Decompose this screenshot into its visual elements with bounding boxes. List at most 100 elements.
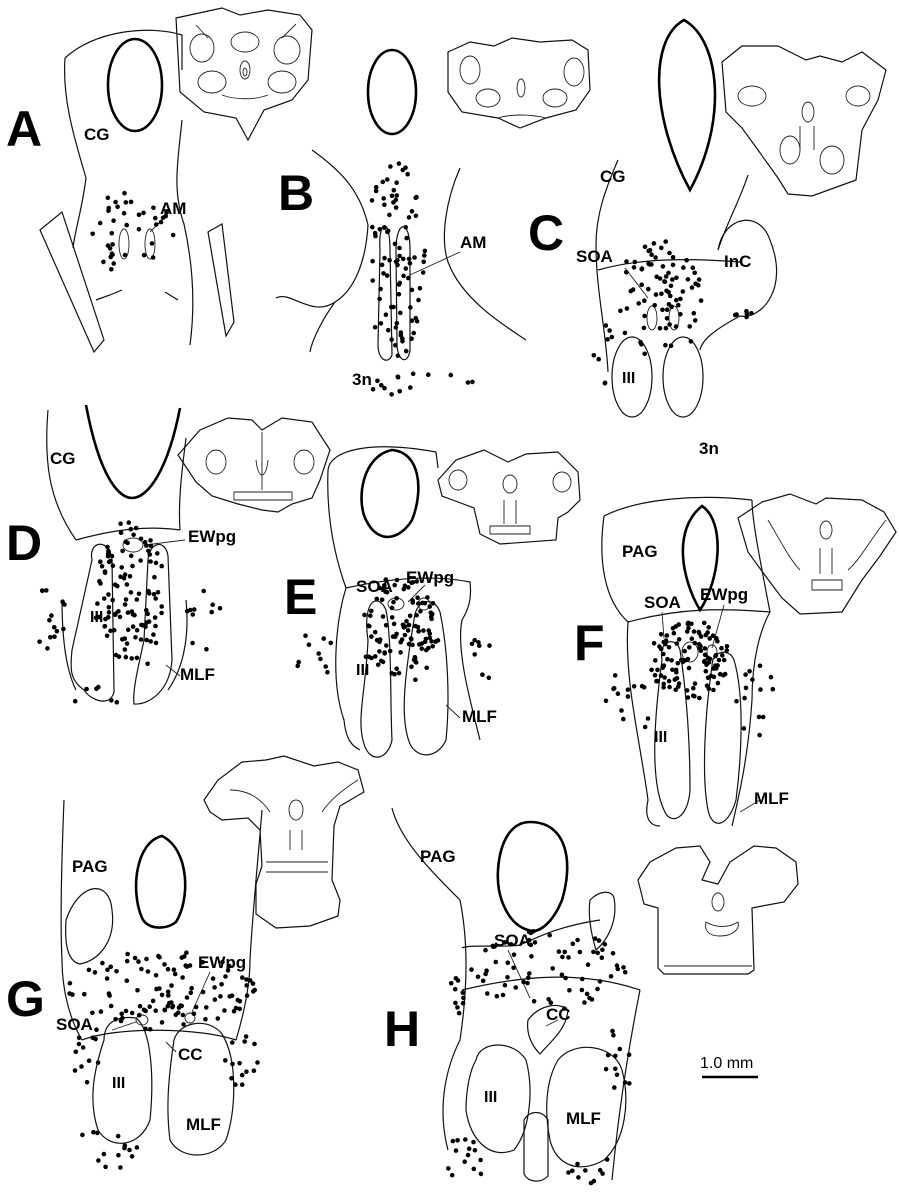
neuron-dot <box>692 629 697 634</box>
neuron-dot <box>649 252 654 257</box>
neuron-dot <box>415 579 420 584</box>
neuron-dot <box>107 560 112 565</box>
neuron-dot <box>203 1017 208 1022</box>
neuron-dot <box>669 284 674 289</box>
panel-h-aqueduct <box>498 822 567 931</box>
neuron-dot <box>449 373 454 378</box>
neuron-dot <box>381 660 386 665</box>
neuron-dot <box>600 955 605 960</box>
neuron-dot <box>466 1153 471 1158</box>
panel-g-label-pag: PAG <box>72 857 108 876</box>
neuron-dot <box>120 637 125 642</box>
panel-h-label-soa: SOA <box>494 931 531 950</box>
neuron-dot <box>758 687 763 692</box>
neuron-dot <box>125 582 130 587</box>
neuron-dot <box>483 972 488 977</box>
neuron-dot <box>244 1034 249 1039</box>
neuron-dot <box>130 1011 135 1016</box>
neuron-dot <box>665 316 670 321</box>
neuron-dot <box>392 622 397 627</box>
neuron-dot <box>423 601 428 606</box>
neuron-dot <box>108 965 113 970</box>
neuron-dot <box>687 324 692 329</box>
neuron-dot <box>421 260 426 265</box>
panel-c-label-3n: 3n <box>699 439 719 458</box>
neuron-dot <box>403 584 408 589</box>
neuron-dot <box>123 253 128 258</box>
neuron-dot <box>406 628 411 633</box>
neuron-dot <box>378 287 383 292</box>
panel-c-inset <box>722 46 886 196</box>
neuron-dot <box>370 278 375 283</box>
neuron-dot <box>625 306 630 311</box>
neuron-dot <box>430 644 435 649</box>
panel-e-letter: E <box>284 569 317 625</box>
neuron-dot <box>384 577 389 582</box>
neuron-dot <box>478 1158 483 1163</box>
neuron-dot <box>619 708 624 713</box>
neuron-dot <box>596 357 601 362</box>
neuron-dot <box>204 647 209 652</box>
neuron-dot <box>385 177 390 182</box>
neuron-dot <box>686 626 691 631</box>
neuron-dot <box>124 655 129 660</box>
neuron-dot <box>410 643 415 648</box>
neuron-dot <box>692 311 697 316</box>
neuron-dot <box>396 375 401 380</box>
neuron-dot <box>370 225 375 230</box>
neuron-dot <box>194 1005 199 1010</box>
neuron-dot <box>414 613 419 618</box>
neuron-dot <box>547 933 552 938</box>
neuron-dot <box>691 693 696 698</box>
neuron-dot <box>610 1029 615 1034</box>
neuron-dot <box>526 975 531 980</box>
neuron-dot <box>758 664 763 669</box>
neuron-dot <box>106 209 111 214</box>
neuron-dot <box>138 558 143 563</box>
neuron-dot <box>192 607 197 612</box>
neuron-dot <box>589 1181 594 1186</box>
neuron-dot <box>40 588 45 593</box>
neuron-dot <box>691 265 696 270</box>
neuron-dot <box>693 281 698 286</box>
neuron-dot <box>655 668 660 673</box>
neuron-dot <box>605 1157 610 1162</box>
panel-f: F PAG SOA EWpg III MLF <box>574 494 896 826</box>
neuron-dot <box>394 596 399 601</box>
neuron-dot <box>424 666 429 671</box>
panel-e-aqueduct <box>362 450 419 537</box>
neuron-dot <box>769 675 774 680</box>
neuron-dot <box>154 222 159 227</box>
neuron-dot <box>381 180 386 185</box>
neuron-dot <box>242 1039 247 1044</box>
neuron-dot <box>636 301 641 306</box>
neuron-dot <box>603 942 608 947</box>
neuron-dot <box>533 940 538 945</box>
neuron-dot <box>211 976 216 981</box>
neuron-dot <box>191 612 196 617</box>
panel-d-label-mlf: MLF <box>180 665 215 684</box>
neuron-dot <box>129 200 134 205</box>
neuron-dot <box>479 1172 484 1177</box>
neuron-dot <box>463 1137 468 1142</box>
neuron-dot <box>156 590 161 595</box>
neuron-dot <box>693 641 698 646</box>
neuron-dot <box>413 196 418 201</box>
neuron-dot <box>134 526 139 531</box>
neuron-dot <box>135 1145 140 1150</box>
neuron-dot <box>162 962 167 967</box>
neuron-dot <box>389 671 394 676</box>
neuron-dot <box>70 992 75 997</box>
neuron-dot <box>108 255 113 260</box>
neuron-dot <box>238 999 243 1004</box>
neuron-dot <box>399 333 404 338</box>
neuron-dot <box>375 638 380 643</box>
neuron-dot <box>613 673 618 678</box>
neuron-dot <box>47 618 52 623</box>
neuron-dot <box>109 267 114 272</box>
neuron-dot <box>571 942 576 947</box>
neuron-dot <box>123 602 128 607</box>
neuron-dot <box>124 597 129 602</box>
neuron-dot <box>597 938 602 943</box>
panel-d-aqueduct <box>86 405 180 498</box>
